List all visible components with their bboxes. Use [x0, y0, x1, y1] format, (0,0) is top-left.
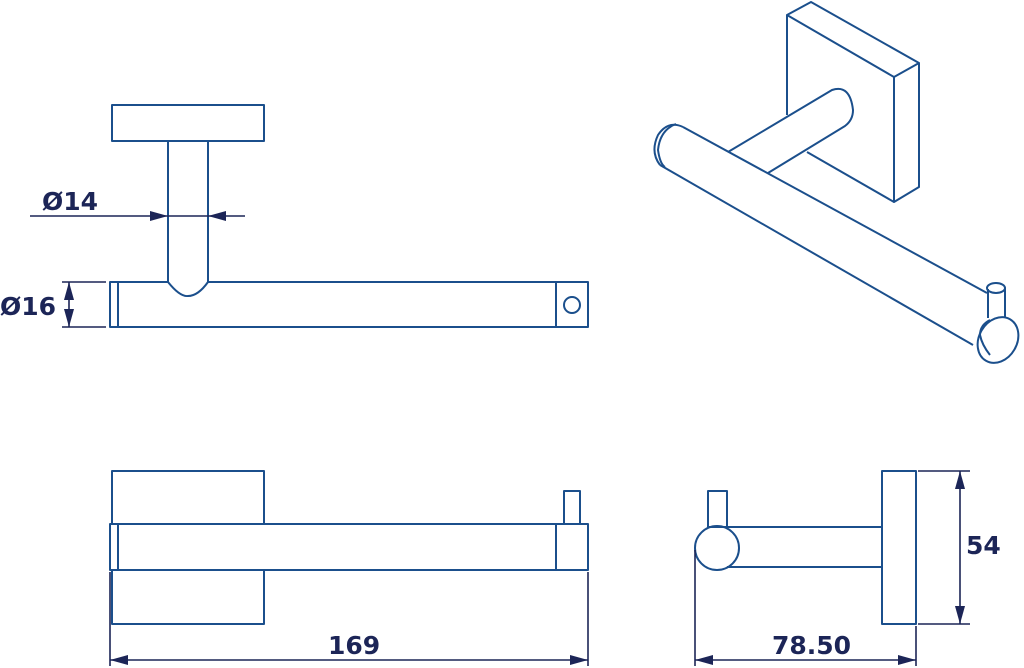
front-view: 169: [109, 470, 589, 666]
stem-diameter-label: Ø14: [42, 187, 98, 216]
stem-top: [167, 141, 209, 298]
peg-side: [707, 490, 728, 528]
top-view: Ø14 Ø16: [0, 104, 589, 328]
wall-plate-side: [881, 470, 917, 625]
dimension-bar-diameter: Ø16: [0, 281, 106, 328]
side-view: 54 78.50: [694, 470, 1001, 666]
peg-front: [563, 490, 581, 525]
bar-front: [109, 523, 589, 571]
iso-end-cap: [976, 316, 1020, 364]
wall-plate-top: [111, 104, 265, 142]
stem-side: [727, 526, 882, 568]
bar-end-side: [694, 525, 740, 571]
peg-end-circle: [563, 296, 581, 314]
plate-height-label: 54: [966, 531, 1001, 560]
dimension-plate-height: 54: [918, 470, 1001, 625]
bar-top: [109, 281, 589, 328]
dimension-stem-diameter: Ø14: [30, 187, 245, 221]
iso-stem: [727, 88, 854, 174]
bar-diameter-label: Ø16: [0, 292, 56, 321]
dimension-projection-depth: 78.50: [694, 550, 917, 666]
isometric-view: [653, 1, 1020, 364]
plate-top-face: [786, 1, 920, 78]
overall-length-label: 169: [328, 631, 380, 660]
dimension-overall-length: 169: [109, 572, 589, 666]
wall-plate-front: [111, 470, 265, 625]
projection-depth-label: 78.50: [772, 631, 851, 660]
